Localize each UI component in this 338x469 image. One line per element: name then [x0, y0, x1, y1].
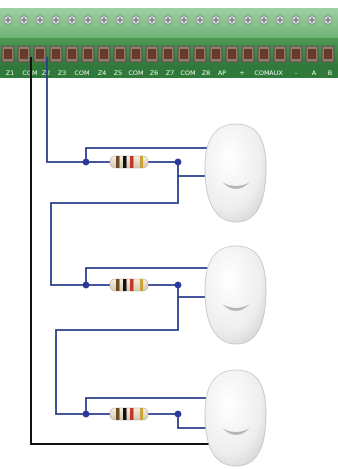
junction-dot: [82, 281, 90, 289]
terminal-screw-icon: [147, 15, 157, 25]
terminal-socket: [161, 45, 175, 63]
terminal-screw-icon: [115, 15, 125, 25]
junction-dot: [174, 158, 182, 166]
terminal-screw-icon: [3, 15, 13, 25]
terminal-label: AP: [218, 69, 226, 77]
terminal-label-band: [0, 66, 338, 78]
terminal-screw-icon: [35, 15, 45, 25]
terminal-label: Z3: [58, 69, 67, 77]
terminal-screw-icon: [275, 15, 285, 25]
junction-dot: [82, 410, 90, 418]
terminal-screw-icon: [227, 15, 237, 25]
terminal-label: B: [328, 69, 332, 77]
junction-dot: [174, 281, 182, 289]
terminal-socket: [209, 45, 223, 63]
terminal-screw-icon: [83, 15, 93, 25]
terminal-label: Z8: [202, 69, 211, 77]
terminal-label: -: [295, 69, 298, 77]
pir-motion-detector-icon: [204, 369, 267, 467]
terminal-socket: [241, 45, 255, 63]
junction-dot: [174, 410, 182, 418]
zone-wire: [46, 57, 214, 429]
terminal-label: Z1: [6, 69, 15, 77]
terminal-socket: [33, 45, 47, 63]
terminal-label: Z5: [114, 69, 123, 77]
terminal-label: Z7: [166, 69, 175, 77]
terminal-screw-icon: [323, 15, 333, 25]
terminal-screw-icon: [131, 15, 141, 25]
terminal-screw-icon: [291, 15, 301, 25]
pir-motion-detector-icon: [204, 245, 267, 345]
terminal-socket: [1, 45, 15, 63]
terminal-label: A: [312, 69, 317, 77]
terminal-socket: [305, 45, 319, 63]
terminal-label: Z4: [98, 69, 107, 77]
terminal-socket: [65, 45, 79, 63]
terminal-socket: [97, 45, 111, 63]
terminal-socket: [257, 45, 271, 63]
resistor-1: [109, 155, 149, 169]
terminal-screw-icon: [163, 15, 173, 25]
terminal-label: COM: [74, 69, 89, 77]
terminal-screw-icon: [99, 15, 109, 25]
resistor-3: [109, 407, 149, 421]
terminal-socket: [193, 45, 207, 63]
terminal-label: AUX: [269, 69, 283, 77]
terminal-socket: [321, 45, 335, 63]
terminal-socket: [17, 45, 31, 63]
terminal-label: COM: [254, 69, 269, 77]
terminal-label: COM: [180, 69, 195, 77]
terminal-socket: [225, 45, 239, 63]
common-wire: [30, 57, 214, 445]
terminal-screw-icon: [19, 15, 29, 25]
junction-dot: [82, 158, 90, 166]
terminal-screw-icon: [243, 15, 253, 25]
socket-row: [1, 45, 335, 63]
terminal-socket: [145, 45, 159, 63]
terminal-screw-icon: [195, 15, 205, 25]
terminal-label: Z2: [42, 69, 51, 77]
terminal-screw-icon: [51, 15, 61, 25]
terminal-screw-icon: [307, 15, 317, 25]
terminal-socket: [289, 45, 303, 63]
terminal-socket: [81, 45, 95, 63]
terminal-screw-icon: [211, 15, 221, 25]
terminal-socket: [177, 45, 191, 63]
terminal-screw-icon: [179, 15, 189, 25]
terminal-screw-icon: [67, 15, 77, 25]
terminal-socket: [49, 45, 63, 63]
terminal-label: Z6: [150, 69, 159, 77]
screw-row: [3, 15, 333, 25]
pir-motion-detector-icon: [204, 123, 267, 223]
terminal-screw-icon: [259, 15, 269, 25]
terminal-label: COM: [128, 69, 143, 77]
resistor-2: [109, 278, 149, 292]
terminal-socket: [273, 45, 287, 63]
terminal-socket: [129, 45, 143, 63]
terminal-label: +: [239, 69, 244, 77]
terminal-socket: [113, 45, 127, 63]
